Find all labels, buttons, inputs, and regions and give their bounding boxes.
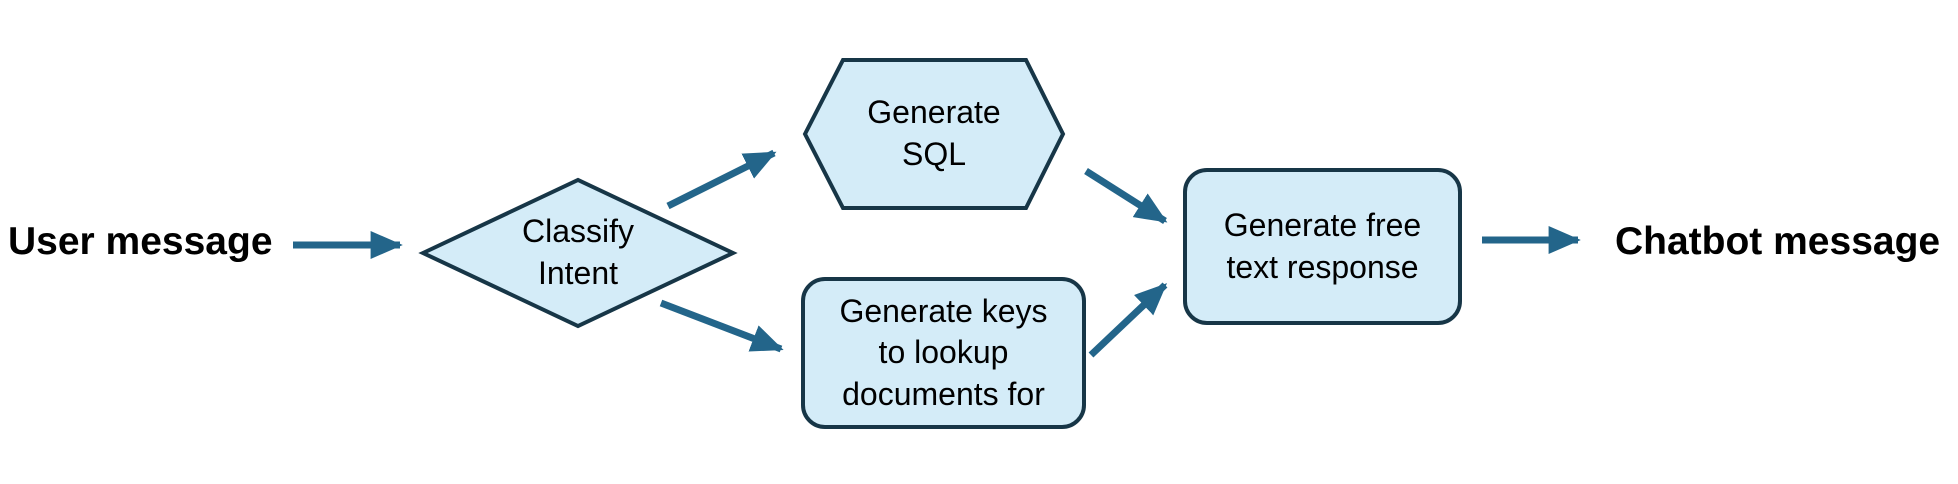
arrow-classify-intent-to-generate-keys bbox=[659, 299, 784, 353]
generate-free-text-box bbox=[1183, 168, 1462, 325]
arrow-generate-sql-to-free-text bbox=[1084, 168, 1168, 224]
classify-intent-diamond bbox=[418, 177, 738, 329]
generate-keys-box bbox=[801, 277, 1086, 429]
arrow-classify-intent-to-generate-sql bbox=[666, 149, 777, 210]
user-message-label: User message bbox=[8, 220, 273, 263]
generate-sql-hexagon bbox=[802, 58, 1066, 210]
arrow-generate-keys-to-free-text bbox=[1088, 282, 1168, 358]
chatbot-message-label: Chatbot message bbox=[1615, 220, 1941, 263]
